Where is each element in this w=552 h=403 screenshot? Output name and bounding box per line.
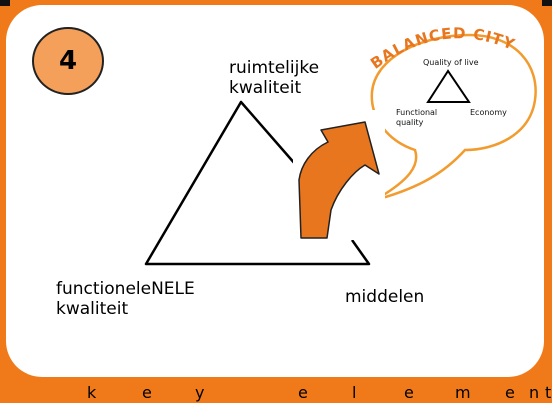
arrow-panel: [293, 110, 385, 240]
step-number: 4: [58, 46, 78, 76]
bubble-label-functional: Functional quality: [396, 108, 438, 127]
bubble-label-economy: Economy: [470, 108, 507, 117]
footer-letter: e: [404, 383, 414, 402]
corner-mark: [0, 0, 10, 6]
footer-letter: e: [298, 383, 308, 402]
mini-triangle: [426, 69, 471, 103]
label-functional-quality: functioneleNELE kwaliteit: [56, 279, 195, 319]
footer-letter: n: [529, 383, 540, 402]
step-number-badge: 4: [32, 27, 104, 95]
label-spatial-quality: ruimtelijke kwaliteit: [229, 58, 320, 98]
footer-letter: y: [195, 383, 205, 402]
bubble-label-quality: Quality of live: [423, 58, 479, 67]
footer-letter: t: [545, 383, 552, 402]
footer-letter: m: [455, 383, 471, 402]
footer-letter: l: [352, 383, 357, 402]
footer-key-element: k e y e l e m e n t: [0, 383, 552, 403]
label-means: middelen: [345, 287, 425, 307]
corner-mark: [542, 0, 552, 6]
curved-arrow-icon: [298, 121, 380, 239]
footer-letter: e: [142, 383, 152, 402]
footer-letter: e: [505, 383, 515, 402]
main-triangle: [144, 100, 371, 266]
footer-letter: k: [87, 383, 97, 402]
